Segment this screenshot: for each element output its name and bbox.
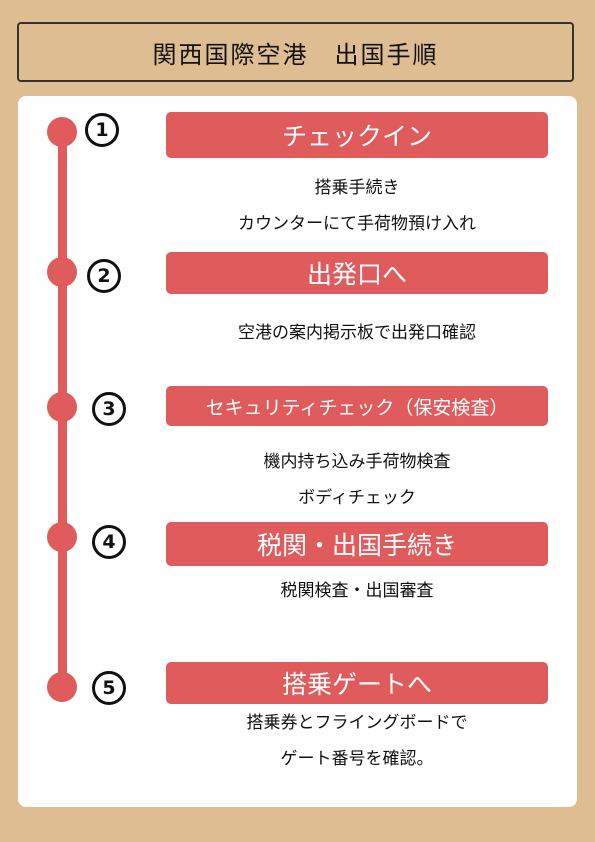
step-1-line-1: 搭乗手続き [314,178,400,198]
step-number-5: 5 [92,671,126,705]
timeline-dot-5 [47,672,77,702]
step-label-4: 税関・出国手続き [166,522,548,566]
step-label-2: 出発口へ [166,252,548,294]
step-5-line-1: 搭乗券とフライングボードで [246,713,468,733]
step-1-line-2: カウンターにて手荷物預け入れ [238,214,476,234]
step-description-1: 搭乗手続き カウンターにて手荷物預け入れ [166,170,548,242]
step-number-1: 1 [85,113,119,147]
timeline-dot-4 [47,522,77,552]
step-number-4: 4 [92,525,126,559]
step-description-3: 機内持ち込み手荷物検査 ボディチェック [166,444,548,516]
step-number-2: 2 [87,259,121,293]
step-2-line-1: 空港の案内掲示板で出発口確認 [238,323,476,343]
step-description-5: 搭乗券とフライングボードで ゲート番号を確認。 [166,705,548,777]
step-number-3: 3 [92,392,126,426]
step-label-1: チェックイン [166,112,548,158]
step-5-line-2: ゲート番号を確認。 [280,749,434,769]
page-title: 関西国際空港 出国手順 [17,22,574,82]
step-description-2: 空港の案内掲示板で出発口確認 [166,315,548,351]
step-3-line-1: 機内持ち込み手荷物検査 [263,452,451,472]
step-label-3: セキュリティチェック（保安検査） [166,386,548,426]
step-description-4: 税関検査・出国審査 [166,573,548,609]
timeline-dot-1 [47,117,77,147]
step-3-line-2: ボディチェック [298,488,416,508]
step-4-line-1: 税関検査・出国審査 [280,581,434,601]
step-label-5: 搭乗ゲートへ [166,662,548,704]
timeline-dot-2 [47,257,77,287]
timeline-dot-3 [47,392,77,422]
